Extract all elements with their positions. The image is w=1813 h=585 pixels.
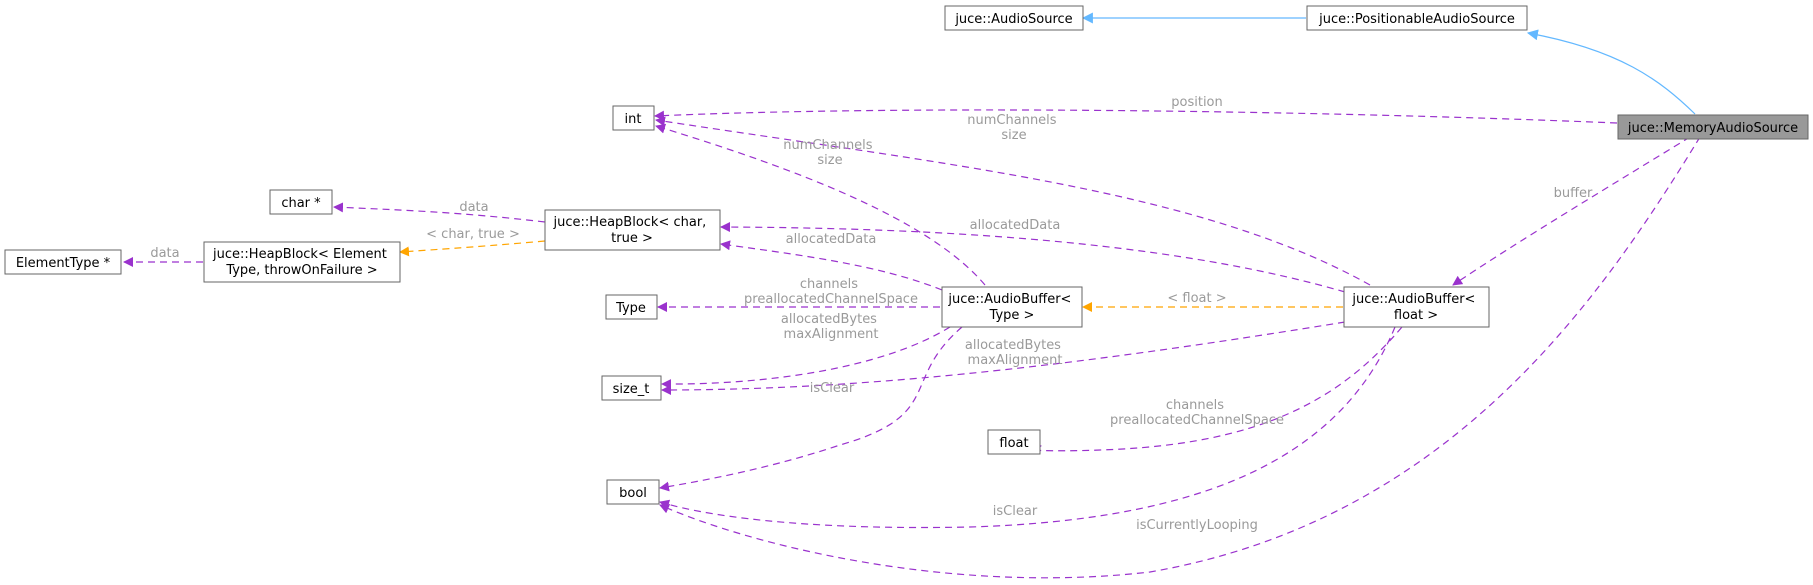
- node-size-t[interactable]: size_t: [601, 375, 662, 401]
- node-audio-source[interactable]: juce::AudioSource: [944, 5, 1084, 31]
- node-label: juce::MemoryAudioSource: [1627, 121, 1798, 136]
- node-label: juce::HeapBlock< Element Type, throwOnFa…: [212, 247, 391, 278]
- node-label: size_t: [613, 382, 650, 397]
- node-positionable-audio-source[interactable]: juce::PositionableAudioSource: [1306, 5, 1528, 31]
- edge-label-allocated-data-type: allocatedData: [786, 232, 877, 247]
- edge-num-channels-type: [655, 123, 986, 286]
- node-label: bool: [619, 486, 647, 501]
- edge-position: [654, 109, 1618, 124]
- edge-allocated-data-float: [720, 222, 1346, 293]
- node-label: juce::PositionableAudioSource: [1318, 12, 1515, 27]
- node-heapblock-char-true[interactable]: juce::HeapBlock< char, true >: [544, 209, 721, 251]
- node-heapblock-generic[interactable]: juce::HeapBlock< Element Type, throwOnFa…: [203, 241, 401, 283]
- edge-buffer: [1452, 136, 1691, 286]
- node-type[interactable]: Type: [605, 294, 658, 320]
- edge-label-allocated-bytes-type: allocatedBytes maxAlignment: [781, 312, 881, 342]
- node-label: int: [625, 112, 642, 127]
- node-label: juce::AudioSource: [954, 12, 1072, 27]
- edge-labels: position numChannels size numChannels si…: [150, 95, 1593, 533]
- node-element-type-pointer[interactable]: ElementType *: [4, 249, 122, 275]
- edge-allocated-bytes-type: [661, 326, 951, 390]
- edge-label-data-char: data: [459, 200, 488, 215]
- node-audiobuffer-float[interactable]: juce::AudioBuffer< float >: [1343, 286, 1490, 328]
- edge-label-allocated-bytes-float: allocatedBytes maxAlignment: [965, 338, 1065, 368]
- node-label: ElementType *: [16, 256, 111, 271]
- edge-label-char-true: < char, true >: [426, 227, 520, 242]
- edge-label-num-channels-float: numChannels size: [967, 113, 1060, 143]
- node-audiobuffer-type[interactable]: juce::AudioBuffer< Type >: [941, 286, 1083, 328]
- edge-label-is-clear-float: isClear: [993, 504, 1038, 519]
- edge-label-position: position: [1171, 95, 1223, 110]
- node-label: juce::AudioBuffer< Type >: [947, 292, 1075, 323]
- node-float[interactable]: float: [987, 429, 1041, 455]
- node-label: Type: [615, 301, 646, 316]
- node-label: juce::HeapBlock< char, true >: [553, 215, 711, 246]
- edge-template-char-true: [399, 240, 546, 257]
- edge-label-float-template: < float >: [1167, 291, 1226, 306]
- edges: [123, 12, 1701, 579]
- edge-label-channels-float: channels preallocatedChannelSpace: [1110, 398, 1284, 428]
- edge-label-channels-type: channels preallocatedChannelSpace: [744, 277, 918, 307]
- edge-is-clear-type: [659, 326, 963, 492]
- nodes: juce::AudioSource juce::PositionableAudi…: [4, 5, 1809, 505]
- edge-num-channels-float: [655, 116, 1371, 286]
- node-memory-audio-source[interactable]: juce::MemoryAudioSource: [1617, 114, 1809, 140]
- node-int[interactable]: int: [612, 105, 655, 131]
- edge-is-clear-float: [659, 326, 1396, 529]
- edge-label-data-element: data: [150, 246, 179, 261]
- edge-is-currently-looping: [659, 136, 1701, 579]
- edge-allocated-data-type: [720, 240, 943, 291]
- edge-allocated-bytes-float: [661, 321, 1346, 395]
- edge-label-is-currently-looping: isCurrentlyLooping: [1136, 518, 1258, 533]
- edge-inherit-memory-positionable: [1526, 29, 1696, 115]
- node-label: juce::AudioBuffer< float >: [1351, 292, 1479, 323]
- node-label: char *: [281, 196, 321, 211]
- edge-channels-float: [1025, 326, 1403, 452]
- node-char-pointer[interactable]: char *: [269, 189, 333, 215]
- edge-label-allocated-data-float: allocatedData: [970, 218, 1061, 233]
- edge-data-char: [333, 202, 546, 223]
- edge-label-buffer: buffer: [1554, 186, 1593, 201]
- edge-label-num-channels-type: numChannels size: [783, 138, 876, 168]
- node-bool[interactable]: bool: [606, 479, 660, 505]
- node-label: float: [999, 436, 1028, 451]
- edge-label-is-clear-type: isClear: [810, 381, 855, 396]
